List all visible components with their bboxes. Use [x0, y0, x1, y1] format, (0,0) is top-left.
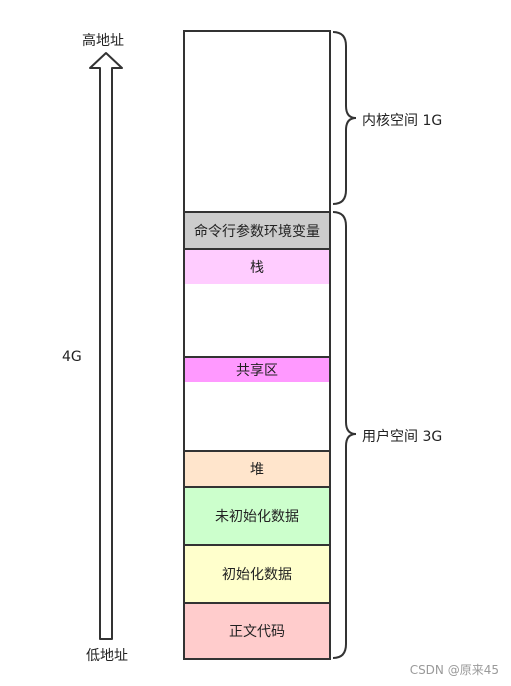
low-address-label: 低地址 — [86, 648, 128, 664]
text-code-segment: 正文代码 — [183, 602, 331, 660]
heap-growth-gap — [183, 382, 331, 452]
uninitialized-data-segment: 未初始化数据 — [183, 486, 331, 546]
stack-growth-gap — [183, 284, 331, 358]
heap-segment: 堆 — [183, 450, 331, 488]
kernel-space-label: 内核空间 1G — [362, 113, 443, 129]
address-up-arrow — [89, 52, 123, 640]
user-brace — [332, 211, 357, 659]
user-space-label: 用户空间 3G — [362, 429, 443, 445]
kernel-brace — [332, 31, 357, 205]
shared-region-segment: 共享区 — [183, 356, 331, 384]
high-address-label: 高地址 — [82, 33, 124, 49]
stack-segment: 栈 — [183, 248, 331, 286]
initialized-data-segment: 初始化数据 — [183, 544, 331, 604]
total-size-label: 4G — [62, 349, 82, 365]
watermark: CSDN @原来45 — [409, 663, 499, 677]
kernel-space-segment — [183, 30, 331, 213]
cmdline-env-segment: 命令行参数环境变量 — [183, 211, 331, 250]
